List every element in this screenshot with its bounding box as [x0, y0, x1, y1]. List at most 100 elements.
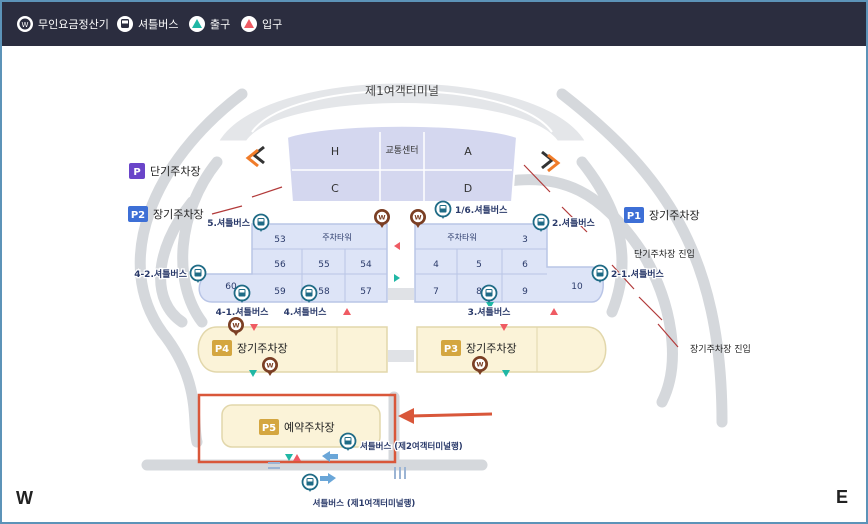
- parking-p1-badge: P1: [627, 211, 641, 222]
- parking-map: 제1여객터미널 교통센터 H A C D: [128, 80, 751, 510]
- block-10: 10: [571, 282, 583, 292]
- lot-left-blue: [198, 223, 388, 303]
- block-4: 4: [433, 260, 439, 270]
- shuttle-2-1-icon: [591, 264, 609, 283]
- kiosk-icon: W: [17, 16, 33, 32]
- block-9: 9: [522, 287, 528, 297]
- block-59: 59: [274, 287, 286, 297]
- kiosk-icon-p4: W: [228, 317, 244, 336]
- compass-west: W: [16, 488, 33, 508]
- svg-text:W: W: [476, 361, 483, 369]
- shuttle-5-icon: [252, 213, 270, 232]
- kiosk-icon-p4-south: W: [262, 357, 278, 376]
- zone-a: A: [464, 145, 472, 158]
- block-55: 55: [318, 260, 329, 270]
- parking-p4-badge: P4: [215, 344, 229, 355]
- block-54: 54: [360, 260, 372, 270]
- chevron-left-icon: [245, 145, 265, 168]
- legend-shuttle: 셔틀버스: [116, 14, 178, 34]
- tower-left-label: 주차타워: [322, 233, 351, 242]
- svg-text:W: W: [22, 21, 29, 29]
- shuttle-4-2-label: 4-2.셔틀버스: [134, 268, 188, 280]
- parking-short: P 단기주차장: [129, 163, 201, 179]
- lot-p4: [197, 326, 388, 373]
- shuttle-2-1-label: 2-1.셔틀버스: [611, 268, 665, 280]
- block-57: 57: [360, 287, 371, 297]
- legend-shuttle-label: 셔틀버스: [138, 18, 179, 31]
- crosswalk: [268, 462, 406, 479]
- kiosk-icon-p3: W: [472, 356, 488, 375]
- lot-right-blue: [414, 223, 604, 303]
- shuttle-2-icon: [532, 213, 550, 232]
- parking-p1-badge-bg: [624, 207, 644, 223]
- shuttle-bus-icon: [117, 16, 133, 32]
- zone-h: H: [331, 145, 339, 158]
- traffic-arrows: [211, 164, 679, 348]
- shuttle-2-label: 2.셔틀버스: [552, 217, 596, 229]
- terminal-label: 제1여객터미널: [365, 84, 439, 98]
- parking-p5-label: 예약주차장: [284, 420, 335, 434]
- block-3: 3: [522, 235, 528, 245]
- parking-short-label: 단기주차장: [150, 165, 201, 178]
- parking-p5: P5 예약주차장: [259, 419, 335, 435]
- lot-p3: [416, 326, 607, 373]
- parking-p2-badge: P2: [131, 210, 145, 221]
- short-entry-label: 단기주차장 진입: [634, 248, 695, 260]
- bus-direction-arrows: [320, 451, 338, 484]
- entrance-exit-markers: [249, 242, 558, 461]
- zone-d: D: [464, 182, 472, 195]
- parking-p1-label: 장기주차장: [649, 209, 700, 222]
- block-56: 56: [274, 260, 286, 270]
- parking-p3-label: 장기주차장: [466, 342, 517, 355]
- parking-p2: P2 장기주차장: [128, 206, 204, 222]
- shuttle-5-label: 5.셔틀버스: [207, 217, 251, 229]
- parking-short-badge-bg: [129, 163, 145, 179]
- svg-text:W: W: [414, 214, 421, 222]
- parking-p4-label: 장기주차장: [237, 342, 288, 355]
- shuttle-4-1-label: 4-1.셔틀버스: [216, 306, 270, 318]
- shuttle-4-2-icon: [189, 264, 207, 283]
- legend-entrance-label: 입구: [262, 18, 283, 31]
- kiosk-icon-tower-left: W: [374, 209, 390, 228]
- shuttle-1-6-icon: [434, 200, 452, 219]
- legend-exit: 출구: [188, 14, 230, 34]
- block-7: 7: [433, 287, 439, 297]
- tower-right-label: 주차타워: [447, 233, 476, 242]
- block-58: 58: [318, 287, 330, 297]
- parking-p5-badge-bg: [259, 419, 279, 435]
- kiosk-icon-tower-right: W: [410, 209, 426, 228]
- svg-text:W: W: [378, 214, 385, 222]
- shuttle-1-6-label: 1/6.셔틀버스: [455, 204, 508, 216]
- entrance-triangle-icon: [241, 16, 257, 32]
- legend-bar: W 무인요금정산기 셔틀버스 출구 입구: [2, 2, 866, 46]
- walkway-connector: [388, 288, 414, 300]
- parking-short-badge: P: [133, 167, 140, 178]
- transport-center: 교통센터 H A C D: [285, 124, 519, 203]
- legend-kiosk-label: 무인요금정산기: [38, 18, 109, 31]
- chevron-right-icon: [541, 150, 561, 173]
- parking-p3-badge-bg: [441, 340, 461, 356]
- parking-p2-label: 장기주차장: [153, 208, 204, 221]
- legend-entrance: 입구: [240, 14, 282, 34]
- lot-p5: [221, 404, 381, 448]
- shuttle-4-1-icon: [233, 284, 251, 303]
- shuttle-t2-icon: [339, 432, 357, 451]
- shuttle-t1-label: 셔틀버스 (제1여객터미널행): [313, 498, 416, 509]
- svg-text:W: W: [232, 322, 239, 330]
- compass-east: E: [836, 487, 849, 507]
- svg-text:W: W: [266, 362, 273, 370]
- parking-p5-badge: P5: [262, 423, 276, 434]
- parking-p4-badge-bg: [212, 340, 232, 356]
- walkway-connector-lower: [388, 350, 414, 362]
- block-60: 60: [225, 282, 237, 292]
- terminal-1: 제1여객터미널: [214, 80, 590, 144]
- shuttle-t2-label: 셔틀버스 (제2여객터미널행): [360, 441, 463, 452]
- shuttle-4-icon: [300, 284, 318, 303]
- block-53: 53: [274, 235, 285, 245]
- exit-triangle-icon: [189, 16, 205, 32]
- shuttle-4-label: 4.셔틀버스: [284, 306, 328, 318]
- block-5: 5: [476, 260, 482, 270]
- parking-p1: P1 장기주차장: [624, 207, 700, 223]
- road-network: [134, 88, 728, 471]
